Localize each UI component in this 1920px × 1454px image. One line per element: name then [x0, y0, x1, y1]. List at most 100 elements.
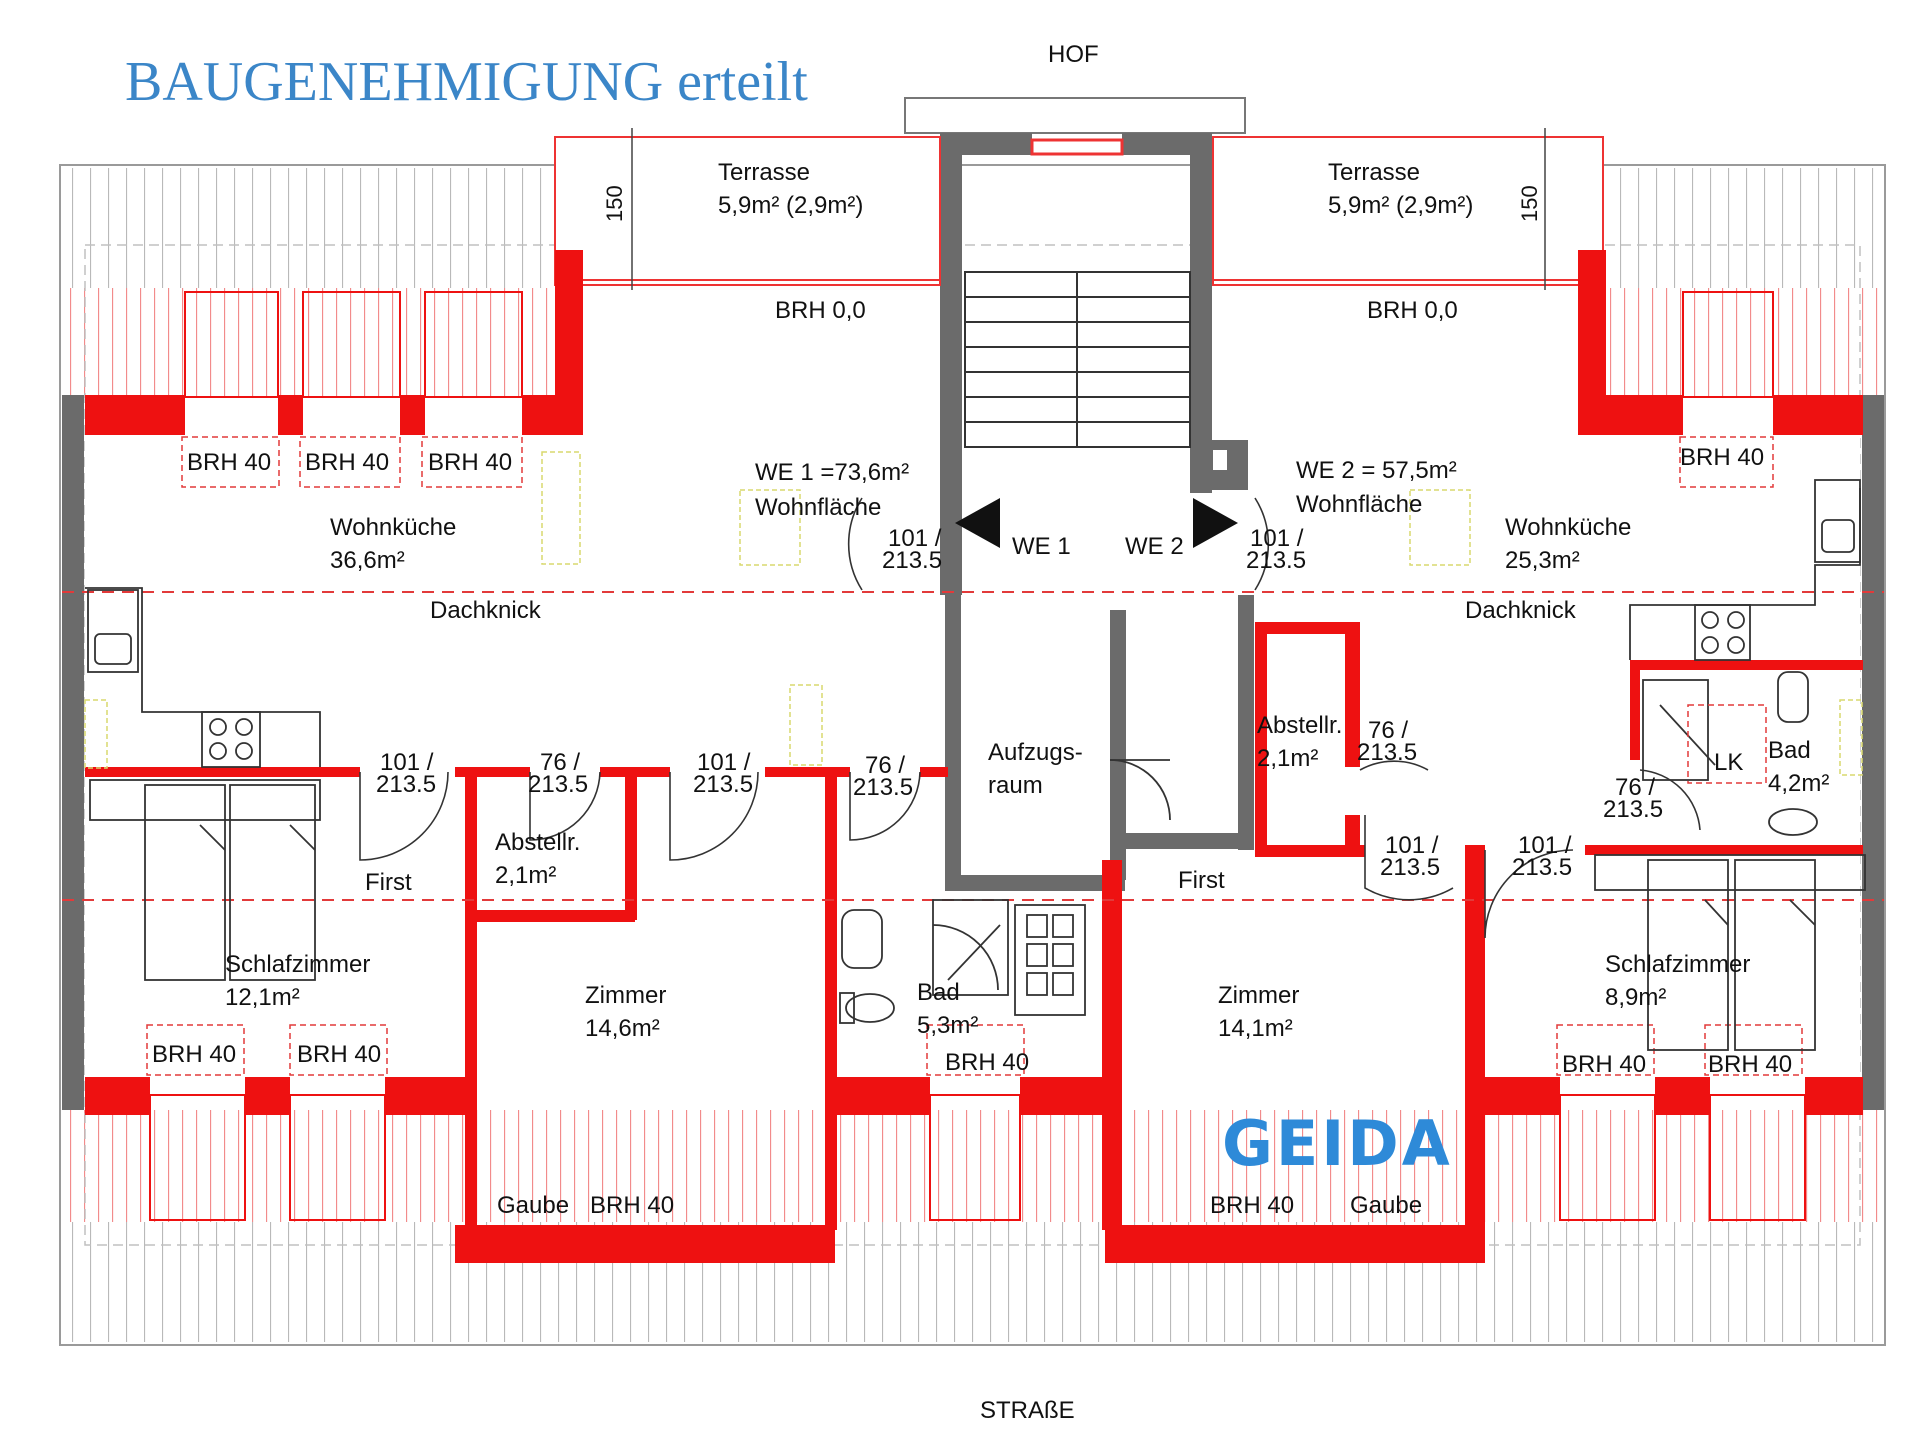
svg-text:Wohnfläche: Wohnfläche	[1296, 491, 1422, 518]
svg-text:BRH 40: BRH 40	[1562, 1051, 1646, 1078]
svg-text:BRH 40: BRH 40	[187, 449, 271, 476]
svg-text:76 /: 76 /	[865, 752, 905, 779]
door-dim-schlafzimmer-left: 101 / 213.5	[376, 749, 436, 798]
svg-text:Bad: Bad	[1768, 737, 1811, 764]
room-zimmer-left: Zimmer 14,6m²	[585, 982, 666, 1042]
svg-text:213.5: 213.5	[1512, 854, 1572, 881]
svg-text:Wohnfläche: Wohnfläche	[755, 494, 881, 521]
stair-window	[1030, 138, 1124, 156]
svg-text:76 /: 76 /	[1368, 717, 1408, 744]
svg-text:BRH 40: BRH 40	[305, 449, 389, 476]
room-bad-right: Bad 4,2m²	[1768, 737, 1829, 797]
north-label-hof: HOF	[1048, 41, 1099, 68]
brh-labels: BRH 40 BRH 40 BRH 40 BRH 40 BRH 40 BRH 4…	[152, 444, 1792, 1219]
lk-dashed-box	[1687, 704, 1767, 784]
svg-text:213.5: 213.5	[1380, 854, 1440, 881]
svg-text:BRH 40: BRH 40	[590, 1192, 674, 1219]
wall-gray-left	[62, 395, 84, 1110]
svg-text:150: 150	[1517, 185, 1542, 222]
room-schlafzimmer-right: Schlafzimmer 8,9m²	[1605, 951, 1750, 1011]
svg-text:BRH 40: BRH 40	[152, 1041, 236, 1068]
south-label-strasse: STRAßE	[980, 1397, 1075, 1424]
aufzug-door	[1109, 759, 1171, 821]
svg-text:WE 2 = 57,5m²: WE 2 = 57,5m²	[1296, 457, 1457, 484]
svg-text:BRH 40: BRH 40	[297, 1041, 381, 1068]
svg-text:213.5: 213.5	[693, 771, 753, 798]
svg-text:14,6m²: 14,6m²	[585, 1015, 660, 1042]
kitchen-right	[1629, 479, 1861, 661]
svg-text:2,1m²: 2,1m²	[495, 862, 556, 889]
svg-text:150: 150	[602, 185, 627, 222]
svg-text:2,1m²: 2,1m²	[1257, 745, 1318, 772]
terrace-right-labels: Terrasse 5,9m² (2,9m²) 150 BRH 0,0	[1328, 159, 1542, 324]
bed-left	[89, 779, 321, 981]
we1-label: WE 1 =73,6m² Wohnfläche WE 1	[755, 459, 1071, 560]
wall-gray-right	[1862, 395, 1884, 1110]
first-label-left: First	[365, 869, 412, 896]
svg-text:WE 2: WE 2	[1125, 533, 1184, 560]
we1-arrow-icon	[955, 498, 1000, 548]
svg-text:101 /: 101 /	[1250, 525, 1304, 552]
svg-text:Terrasse: Terrasse	[1328, 159, 1420, 186]
svg-text:213.5: 213.5	[853, 774, 913, 801]
kitchen-left	[85, 587, 321, 768]
svg-text:Abstellr.: Abstellr.	[1257, 712, 1342, 739]
svg-text:101 /: 101 /	[1385, 832, 1439, 859]
svg-text:213.5: 213.5	[528, 771, 588, 798]
room-wohnkueche-left: Wohnküche 36,6m²	[330, 514, 456, 574]
terrace-left-outline	[554, 136, 941, 286]
svg-text:Wohnküche: Wohnküche	[1505, 514, 1631, 541]
svg-text:Wohnküche: Wohnküche	[330, 514, 456, 541]
svg-text:14,1m²: 14,1m²	[1218, 1015, 1293, 1042]
room-bad-center: Bad 5,3m²	[917, 979, 978, 1039]
roof-outline	[59, 97, 1886, 1346]
gaube-label-right: Gaube	[1350, 1192, 1422, 1219]
door-dim-zimmer-right: 101 / 213.5	[1380, 832, 1440, 881]
svg-text:Zimmer: Zimmer	[585, 982, 666, 1009]
svg-text:BRH 40: BRH 40	[428, 449, 512, 476]
door-dim-abstell-right: 76 / 213.5	[1357, 717, 1417, 766]
lk-label: LK	[1714, 749, 1743, 776]
svg-text:WE 1 =73,6m²: WE 1 =73,6m²	[755, 459, 909, 486]
svg-text:101 /: 101 /	[1518, 832, 1572, 859]
room-wohnkueche-right: Wohnküche 25,3m²	[1505, 514, 1631, 574]
room-aufzugsraum: Aufzugs- raum	[988, 739, 1083, 799]
dachknick-label-right: Dachknick	[1465, 597, 1577, 624]
svg-text:213.5: 213.5	[1357, 739, 1417, 766]
door-dim-bad-right: 76 / 213.5	[1603, 774, 1663, 823]
svg-text:4,2m²: 4,2m²	[1768, 770, 1829, 797]
svg-text:36,6m²: 36,6m²	[330, 547, 405, 574]
terrace-left-labels: Terrasse 5,9m² (2,9m²) 150 BRH 0,0	[602, 159, 866, 324]
room-abstell-left: Abstellr. 2,1m²	[495, 829, 580, 889]
room-schlafzimmer-left: Schlafzimmer 12,1m²	[225, 951, 370, 1011]
svg-text:BRH 40: BRH 40	[1680, 444, 1764, 471]
svg-text:213.5: 213.5	[376, 771, 436, 798]
svg-text:BRH 0,0: BRH 0,0	[1367, 297, 1458, 324]
svg-text:Schlafzimmer: Schlafzimmer	[1605, 951, 1750, 978]
staircase	[964, 271, 1191, 448]
terrace-floor-left	[555, 135, 940, 285]
svg-text:raum: raum	[988, 772, 1043, 799]
svg-text:213.5: 213.5	[1603, 796, 1663, 823]
svg-text:Abstellr.: Abstellr.	[495, 829, 580, 856]
svg-text:BRH 40: BRH 40	[1210, 1192, 1294, 1219]
svg-text:BRH 40: BRH 40	[1708, 1051, 1792, 1078]
svg-text:213.5: 213.5	[882, 547, 942, 574]
svg-text:8,9m²: 8,9m²	[1605, 984, 1666, 1011]
bathroom-center-fixtures	[839, 899, 1086, 1024]
svg-text:101 /: 101 /	[380, 749, 434, 776]
svg-text:5,3m²: 5,3m²	[917, 1012, 978, 1039]
svg-text:Bad: Bad	[917, 979, 960, 1006]
svg-text:Schlafzimmer: Schlafzimmer	[225, 951, 370, 978]
gaube-windows	[487, 1231, 1469, 1255]
svg-text:5,9m² (2,9m²): 5,9m² (2,9m²)	[1328, 192, 1473, 219]
svg-text:101 /: 101 /	[888, 525, 942, 552]
svg-text:101 /: 101 /	[697, 749, 751, 776]
svg-text:25,3m²: 25,3m²	[1505, 547, 1580, 574]
svg-text:BRH 40: BRH 40	[945, 1049, 1029, 1076]
door-dim-we2: 101 / 213.5	[1246, 525, 1306, 574]
svg-text:76 /: 76 /	[540, 749, 580, 776]
bed-right	[1594, 854, 1866, 1051]
floor-area	[85, 398, 1860, 1110]
